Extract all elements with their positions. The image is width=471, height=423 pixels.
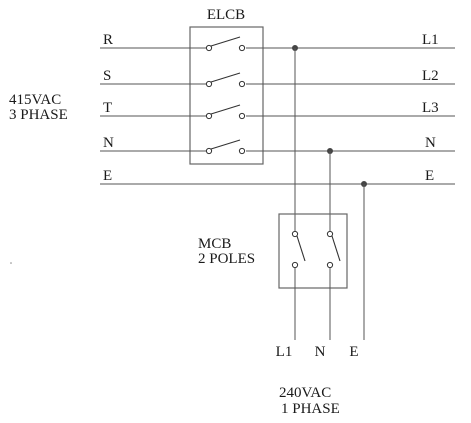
supply-phase-label: 3 PHASE xyxy=(9,107,68,123)
bus-line-n: N N xyxy=(100,135,455,152)
bus-right-label-e: E xyxy=(425,168,434,184)
bus-left-label-t: T xyxy=(103,100,112,116)
elcb-switch-pole-1 xyxy=(205,36,246,52)
bus-line-s: S L2 xyxy=(100,68,455,85)
bus-right-label-l2: L2 xyxy=(422,68,439,84)
mcb-name-label: MCB xyxy=(198,236,231,252)
elcb-switch-pole-4 xyxy=(205,139,246,155)
output-phase-label: 1 PHASE xyxy=(281,401,340,417)
elcb-switch-pole-3 xyxy=(205,104,246,120)
bus-line-t: T L3 xyxy=(100,100,455,117)
bus-right-label-l3: L3 xyxy=(422,100,439,116)
mcb-switch-pole-1 xyxy=(291,230,306,269)
bus-right-label-n: N xyxy=(425,135,436,151)
mcb-box xyxy=(278,213,348,289)
bus-left-label-e: E xyxy=(103,168,112,184)
output-label-l1: L1 xyxy=(276,344,293,360)
elcb-box xyxy=(189,26,264,165)
output-voltage-label: 240VAC xyxy=(279,385,331,401)
bus-line-r: R L1 xyxy=(100,32,455,49)
output-label-n: N xyxy=(315,344,326,360)
output-label-e: E xyxy=(349,344,358,360)
supply-voltage-label: 415VAC xyxy=(9,92,61,108)
bus-left-label-n: N xyxy=(103,135,114,151)
stray-mark xyxy=(10,262,12,264)
mcb-poles-label: 2 POLES xyxy=(198,251,255,267)
bus-left-label-s: S xyxy=(103,68,111,84)
bus-line-e: E E xyxy=(100,168,455,185)
bus-left-label-r: R xyxy=(103,32,113,48)
elcb-label: ELCB xyxy=(207,7,245,23)
elcb-switch-pole-2 xyxy=(205,72,246,88)
mcb-switch-pole-2 xyxy=(326,230,341,269)
bus-right-label-l1: L1 xyxy=(422,32,439,48)
